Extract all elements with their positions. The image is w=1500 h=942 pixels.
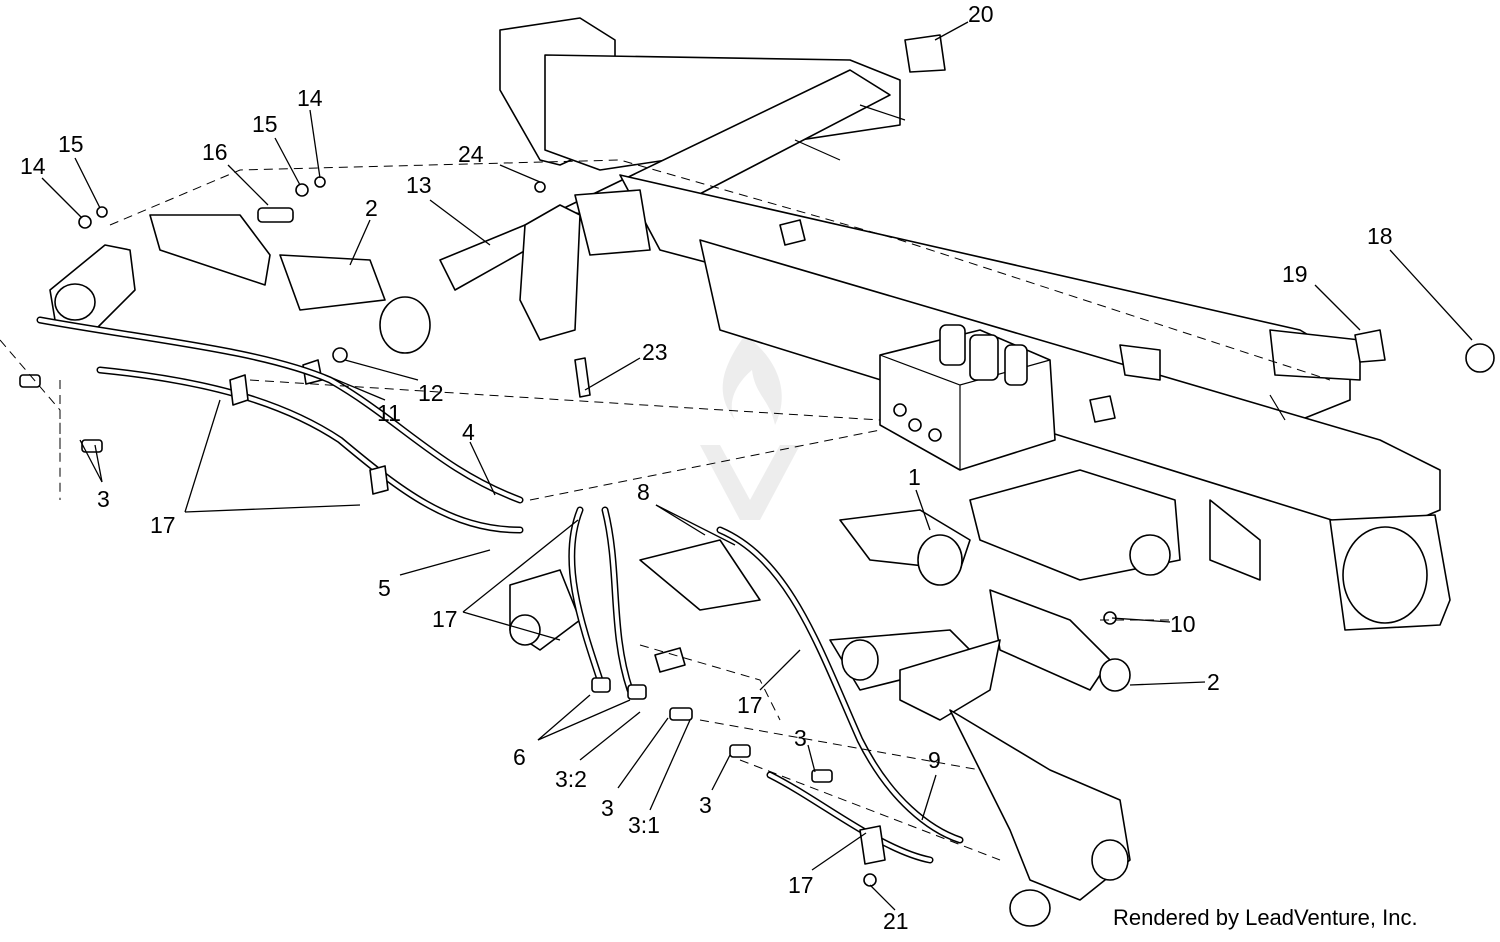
- callout-19: 19: [1282, 261, 1308, 287]
- callout-3-1: 3:1: [628, 812, 660, 838]
- render-credit: Rendered by LeadVenture, Inc.: [1113, 905, 1418, 930]
- callout-17-bottom: 17: [788, 872, 814, 898]
- callout-labels: 20 14 14 15 15 16 2 13 24 18 19 23 12 11…: [20, 1, 1393, 934]
- callout-23: 23: [642, 339, 668, 365]
- pin-16: [257, 207, 294, 223]
- callout-3-2: 3:2: [555, 766, 587, 792]
- callout-3-bottom: 3: [601, 795, 614, 821]
- phantom-lines: [0, 159, 1331, 861]
- cap-18: [1465, 343, 1495, 373]
- callout-9: 9: [928, 747, 941, 773]
- hydraulic-valve-block: [879, 324, 1056, 471]
- end-caps: [904, 34, 1495, 373]
- callout-10: 10: [1170, 611, 1196, 637]
- callout-24: 24: [458, 141, 484, 167]
- right-lift-arm: [509, 469, 1181, 927]
- callout-6: 6: [513, 744, 526, 770]
- main-frame: [499, 17, 1451, 631]
- callout-2-lower: 2: [1207, 669, 1220, 695]
- callout-3-left: 3: [97, 486, 110, 512]
- callout-15-right: 15: [252, 111, 278, 137]
- cap-19: [1354, 329, 1386, 363]
- callout-18: 18: [1367, 223, 1393, 249]
- callout-15-left: 15: [58, 131, 84, 157]
- leader-lines: [41, 21, 1473, 911]
- callout-4: 4: [462, 419, 475, 445]
- callout-13: 13: [406, 172, 432, 198]
- cap-20: [904, 34, 946, 73]
- callout-16: 16: [202, 139, 228, 165]
- callout-11: 11: [377, 400, 401, 426]
- callout-3-center: 3: [699, 792, 712, 818]
- hose-fittings: [19, 374, 833, 783]
- callout-17-lower: 17: [737, 692, 763, 718]
- hydraulic-hoses: [36, 316, 964, 865]
- callout-1: 1: [908, 464, 921, 490]
- callout-12: 12: [418, 380, 444, 406]
- callout-14-left: 14: [20, 153, 46, 179]
- callout-3-right: 3: [794, 725, 807, 751]
- callout-8: 8: [637, 479, 650, 505]
- watermark-logo: [700, 335, 800, 520]
- left-lift-arm: [49, 176, 651, 398]
- callout-17-left: 17: [150, 512, 176, 538]
- callout-20: 20: [968, 1, 994, 27]
- callout-21: 21: [883, 908, 909, 934]
- callout-2-upper: 2: [365, 195, 378, 221]
- callout-17-center: 17: [432, 606, 458, 632]
- callout-5: 5: [378, 575, 391, 601]
- callout-14-right: 14: [297, 85, 323, 111]
